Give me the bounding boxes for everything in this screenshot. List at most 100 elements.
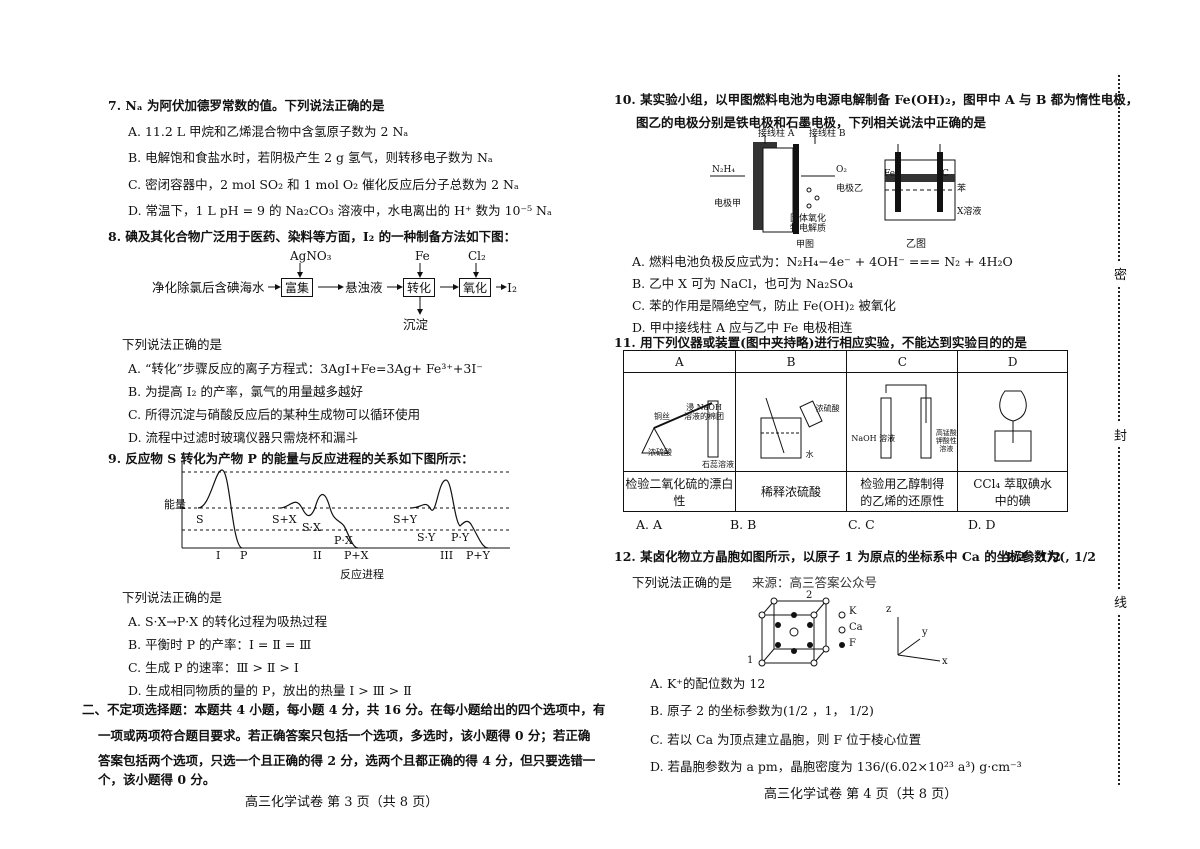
apparatus-a: 铜丝 浸 NaOH 溶液的棉团 浓硫酸 石蕊溶液 xyxy=(623,372,736,472)
page-footer-right: 高三化学试卷 第 4 页（共 8 页） xyxy=(764,787,958,802)
q12-option-b: B. 原子 2 的坐标参数为(1/2 ，1， 1/2) xyxy=(650,703,874,718)
flow-precipitate: 沉淀 xyxy=(403,317,429,332)
solid-electrolyte: 固体氧化物电解质 xyxy=(790,214,827,234)
apparatus-c-drawing xyxy=(880,384,932,459)
label-p-plus-y: P+Y xyxy=(466,549,490,562)
q9-option-b: B. 平衡时 P 的产率：Ⅰ = Ⅱ = Ⅲ xyxy=(128,637,312,652)
label-iii: III xyxy=(440,549,454,562)
flow-suspension: 悬浊液 xyxy=(345,280,383,295)
label-px: P·X xyxy=(334,534,353,547)
q12-option-a: A. K⁺的配位数为 12 xyxy=(650,676,766,691)
section2-line1: 二、不定项选择题：本题共 4 小题，每小题 4 分，共 16 分。在每小题给出的… xyxy=(82,702,606,717)
apparatus-d-drawing xyxy=(994,390,1032,462)
section2-line2: 一项或两项符合题目要求。若正确答案只包括一个选项，多选时，该小题得 0 分；若正… xyxy=(98,728,591,743)
q7-option-b: B. 电解饱和食盐水时，若阴极产生 2 g 氢气，则转移电子数为 Nₐ xyxy=(128,150,493,165)
q8-option-c: C. 所得沉淀与硝酸反应后的某种生成物可以循环使用 xyxy=(128,407,421,422)
electrode-c: C xyxy=(942,169,949,179)
terminal-b: 接线柱 B xyxy=(809,129,846,139)
q8-option-a: A. “转化”步骤反应的离子方程式：3AgI+Fe=3Ag+ Fe³⁺+3I⁻ xyxy=(128,361,483,376)
legend-f: F xyxy=(849,638,856,649)
unit-cell xyxy=(758,597,941,667)
apparatus-b: 浓硫酸 水 xyxy=(734,372,848,472)
label-i: I xyxy=(216,549,221,562)
flow-start: 净化除氯后含碘海水 xyxy=(152,280,265,295)
figure-jia-label: 甲图 xyxy=(796,240,815,250)
table-header-a: A xyxy=(623,350,736,373)
q7-option-a: A. 11.2 L 甲烷和乙烯混合物中含氢原子数为 2 Nₐ xyxy=(128,124,409,139)
label-p-plus-x: P+X xyxy=(344,549,369,562)
section2-line4: 个，该小题得 0 分。 xyxy=(98,772,216,787)
label-sy: S·Y xyxy=(417,531,436,544)
table-header-b: B xyxy=(734,350,848,373)
q10-option-d: D. 甲中接线柱 A 应与乙中 Fe 电极相连 xyxy=(632,320,853,335)
label-s-plus-x: S+X xyxy=(272,513,297,526)
table-header-c: C xyxy=(846,350,959,373)
flow-arrows xyxy=(268,263,507,315)
label-p: P xyxy=(240,549,248,562)
margin-char-seal: 密 xyxy=(1113,262,1127,285)
axis-xlabel: 反应进程 xyxy=(340,568,384,581)
q11-option-b: B. B xyxy=(730,517,757,532)
electrode-jia: 电极甲 xyxy=(714,199,742,209)
label-conc-acid: 浓硫酸 xyxy=(815,404,840,413)
axis-x: x xyxy=(942,656,948,667)
q11-option-d: D. D xyxy=(968,517,996,532)
flow-step-oxidize: 氧化 xyxy=(459,278,492,297)
label-kmno4: 高锰酸钾酸性溶液 xyxy=(935,429,957,453)
q12-stem: 12. 某卤化物立方晶胞如图所示，以原子 1 为原点的坐标系中 Ca 的坐标参数… xyxy=(614,549,1066,564)
table-cell-c: 检验用乙醇制得的乙烯的还原性 xyxy=(846,471,959,512)
legend-k: K xyxy=(849,606,857,617)
energy-curve xyxy=(181,462,510,549)
q10-option-b: B. 乙中 X 可为 NaCl，也可为 Na₂SO₄ xyxy=(632,276,854,291)
benzene-layer: 苯 xyxy=(957,184,967,194)
oxygen-o2: O₂ xyxy=(836,165,847,175)
q11-option-a: A. A xyxy=(636,517,663,532)
q8-option-b: B. 为提高 I₂ 的产率，氯气的用量越多越好 xyxy=(128,384,364,399)
apparatus-d xyxy=(957,372,1068,472)
q9-prompt: 下列说法正确的是 xyxy=(122,590,223,605)
q8-option-d: D. 流程中过滤时玻璃仪器只需烧杯和漏斗 xyxy=(128,430,359,445)
label-conc-h2so4: 浓硫酸 xyxy=(648,448,672,457)
axis-y: y xyxy=(922,627,928,638)
q11-option-c: C. C xyxy=(848,517,875,532)
q12-option-c: C. 若以 Ca 为顶点建立晶胞，则 F 位于棱心位置 xyxy=(650,732,922,747)
q7-stem: 7. Nₐ 为阿伏加德罗常数的值。下列说法正确的是 xyxy=(108,98,385,113)
margin-char-line: 线 xyxy=(1113,590,1127,613)
q10-stem-line2: 图乙的电极分别是铁电极和石墨电极，下列相关说法中正确的是 xyxy=(636,115,987,130)
apparatus-b-drawing xyxy=(760,397,823,459)
q8-stem: 8. 碘及其化合物广泛用于医药、染料等方面，I₂ 的一种制备方法如下图： xyxy=(108,229,517,244)
q10-stem-line1: 10. 某实验小组，以甲图燃料电池为电源电解制备 Fe(OH)₂，图甲中 A 与… xyxy=(614,92,1139,107)
page-footer-left: 高三化学试卷 第 3 页（共 8 页） xyxy=(245,795,439,810)
label-copper: 铜丝 xyxy=(654,412,670,421)
q10-option-c: C. 苯的作用是隔绝空气，防止 Fe(OH)₂ 被氧化 xyxy=(632,298,896,313)
electrode-yi: 电极乙 xyxy=(836,184,864,194)
label-naoh-solution: NaOH 溶液 xyxy=(851,434,896,443)
fuel-cell-figure xyxy=(710,135,956,234)
reagent-cl2: Cl₂ xyxy=(468,249,486,263)
q9-stem: 9. 反应物 S 转化为产物 P 的能量与反应进程的关系如下图所示： xyxy=(108,451,474,466)
q8-prompt: 下列说法正确的是 xyxy=(122,337,223,352)
electrode-fe: Fe xyxy=(884,169,896,179)
q12-prompt: 下列说法正确的是 xyxy=(632,575,733,590)
flow-step-enrich: 富集 xyxy=(281,278,314,297)
label-s-plus-y: S+Y xyxy=(393,513,418,526)
table-header-d: D xyxy=(957,350,1068,373)
q12-source: 来源：高三答案公众号 xyxy=(752,575,878,590)
q10-option-a: A. 燃料电池负极反应式为：N₂H₄−4e⁻ + 4OH⁻ === N₂ + 4… xyxy=(632,254,1013,269)
q12-ca-coordinate: 1/2 , 1/2 , 1/2 xyxy=(1004,549,1096,564)
q12-option-d: D. 若晶胞参数为 a pm，晶胞密度为 136/(6.02×10²³ a³) … xyxy=(650,759,1022,774)
q9-option-a: A. S·X→P·X 的转化过程为吸热过程 xyxy=(128,614,328,629)
label-ii: II xyxy=(313,549,322,562)
reagent-fe: Fe xyxy=(415,249,430,263)
flow-step-convert: 转化 xyxy=(403,278,436,297)
label-s: S xyxy=(196,513,204,526)
label-naoh-cotton: 浸 NaOH 溶液的棉团 xyxy=(684,403,724,421)
margin-char-close: 封 xyxy=(1113,423,1127,446)
label-py: P·Y xyxy=(451,531,470,544)
flow-end-i2: I₂ xyxy=(507,280,517,295)
q11-stem: 11. 用下列仪器或装置(图中夹持略)进行相应实验，不能达到实验目的的是 xyxy=(614,335,1027,350)
atom-1-label: 1 xyxy=(747,655,754,666)
axis-ylabel: 能量 xyxy=(164,498,186,511)
figure-yi-label: 乙图 xyxy=(906,239,926,250)
label-sx: S·X xyxy=(302,521,321,534)
